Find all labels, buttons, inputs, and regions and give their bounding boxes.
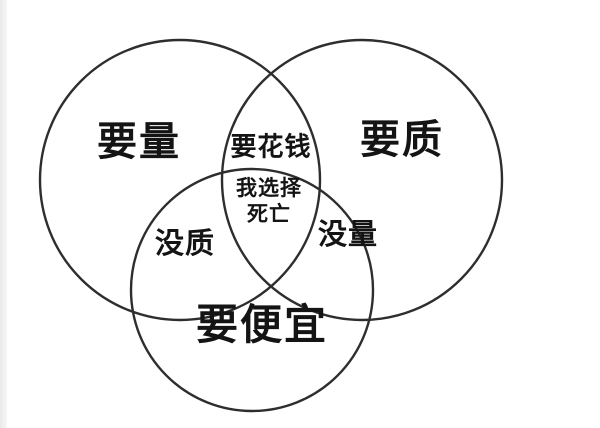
label-intersection-center-line1: 我选择 <box>236 176 302 200</box>
label-intersection-left-bottom: 没质 <box>154 228 216 261</box>
label-circle-bottom: 要便宜 <box>195 300 329 348</box>
left-edge-artifact <box>0 0 7 428</box>
label-intersection-center-line2: 死亡 <box>247 203 291 226</box>
circle-right <box>220 38 504 322</box>
label-circle-right: 要质 <box>360 118 444 162</box>
label-intersection-right-bottom: 没量 <box>317 219 379 252</box>
circle-left <box>38 38 322 322</box>
label-circle-left: 要量 <box>97 120 181 164</box>
circle-bottom <box>129 167 375 413</box>
label-intersection-center: 我选择 死亡 <box>236 176 302 229</box>
label-intersection-left-right: 要花钱 <box>230 131 312 162</box>
